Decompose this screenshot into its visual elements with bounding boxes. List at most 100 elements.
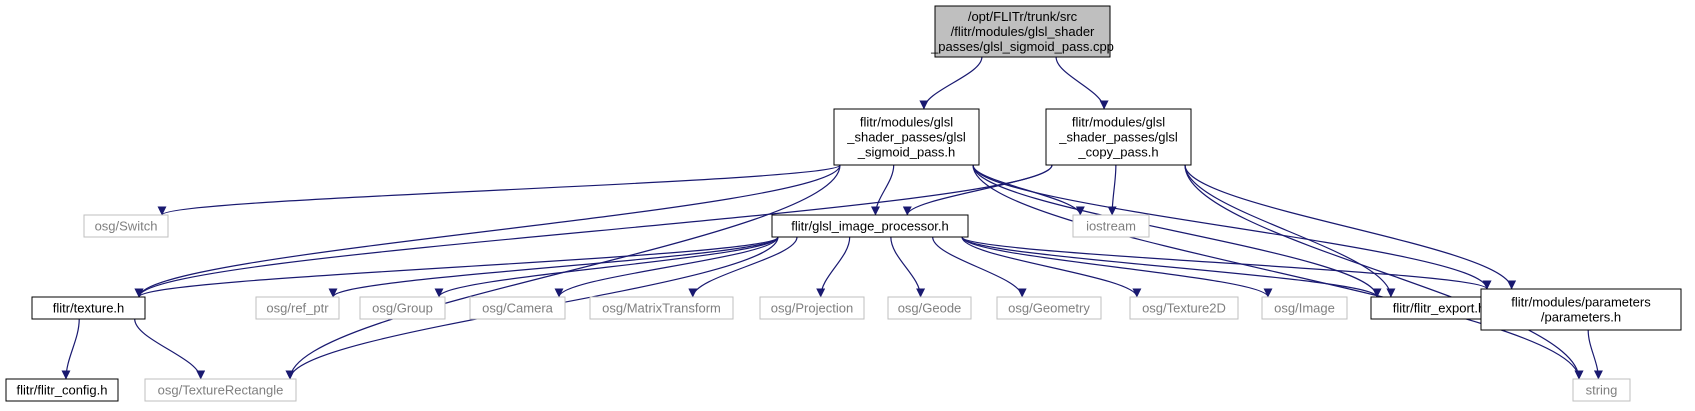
node-label-line: osg/Geode (898, 301, 962, 316)
node-box (144, 378, 297, 402)
node-label-line: _copy_pass.h (1077, 145, 1158, 160)
node-label-line: flitr/flitr_export.h (1393, 301, 1485, 316)
node-box (934, 5, 1111, 58)
node-projection: osg/Projection (759, 296, 865, 320)
node-label-line: flitr/texture.h (53, 301, 125, 316)
node-label-line: osg/Projection (771, 301, 853, 316)
node-glsl-ip[interactable]: flitr/glsl_image_processor.h (771, 214, 969, 238)
node-label-line: _sigmoid_pass.h (857, 145, 956, 160)
node-label-line: osg/Switch (95, 219, 158, 234)
edge-copy-h-to-flitr-export (1184, 164, 1396, 298)
edge-glsl-ip-to-image (961, 236, 1273, 298)
edge-copy-h-to-parameters (1184, 164, 1517, 290)
node-box (1129, 296, 1239, 320)
edge-texture-h-to-texrect (134, 318, 206, 380)
edge-glsl-ip-to-mtransform (688, 236, 798, 298)
node-geometry: osg/Geometry (996, 296, 1102, 320)
edge-glsl-ip-to-geometry (932, 236, 1027, 298)
node-label-line: _passes/glsl_sigmoid_pass.cpp (930, 39, 1114, 54)
node-parameters[interactable]: flitr/modules/parameters/parameters.h (1480, 288, 1682, 331)
node-root[interactable]: /opt/FLITr/trunk/src/flitr/modules/glsl_… (930, 5, 1114, 58)
node-label-line: osg/MatrixTransform (602, 301, 721, 316)
node-box (1480, 288, 1682, 331)
node-label-line: osg/Group (372, 301, 433, 316)
node-copy-h[interactable]: flitr/modules/glsl_shader_passes/glsl_co… (1045, 108, 1192, 166)
node-texture-h[interactable]: flitr/texture.h (31, 296, 146, 320)
node-label-line: /flitr/modules/glsl_shader (951, 24, 1095, 39)
edge-glsl-ip-to-camera (554, 236, 779, 298)
edge-sigmoid-h-to-texture-h (134, 164, 841, 298)
node-label-line: osg/Geometry (1008, 301, 1090, 316)
edge-copy-h-to-iostream (1107, 164, 1117, 216)
node-box (359, 296, 446, 320)
node-label-line: osg/Texture2D (1142, 301, 1226, 316)
node-box (83, 214, 169, 238)
node-box (1572, 378, 1631, 402)
node-label-line: flitr/glsl_image_processor.h (791, 219, 949, 234)
node-label-line: iostream (1086, 219, 1136, 234)
node-mtransform: osg/MatrixTransform (589, 296, 734, 320)
edge-texture-h-to-flitr-config (61, 318, 80, 380)
node-box (771, 214, 969, 238)
node-flitr-export[interactable]: flitr/flitr_export.h (1370, 296, 1508, 320)
node-box (833, 108, 980, 166)
edge-sigmoid-h-to-string (972, 164, 1584, 380)
edge-root-to-copy-h (1055, 56, 1109, 110)
edge-glsl-ip-to-ref-ptr (328, 236, 779, 298)
edge-glsl-ip-to-group (434, 236, 779, 298)
node-box (759, 296, 865, 320)
node-ref-ptr: osg/ref_ptr (255, 296, 340, 320)
edge-glsl-ip-to-texture2d (961, 236, 1142, 298)
node-label-line: osg/Image (1274, 301, 1335, 316)
edge-glsl-ip-to-parameters (961, 236, 1492, 290)
node-group: osg/Group (359, 296, 446, 320)
edge-root-to-sigmoid-h (919, 56, 983, 110)
node-label-line: string (1586, 383, 1618, 398)
node-label-line: _shader_passes/glsl (846, 130, 966, 145)
node-iostream: iostream (1072, 214, 1150, 238)
edge-copy-h-to-string (1184, 164, 1584, 380)
node-box (1045, 108, 1192, 166)
node-label-line: _shader_passes/glsl (1058, 130, 1178, 145)
node-label-line: flitr/flitr_config.h (16, 383, 107, 398)
node-label-line: osg/Camera (482, 301, 554, 316)
node-osg-switch: osg/Switch (83, 214, 169, 238)
edge-glsl-ip-to-flitr-export (961, 236, 1382, 298)
node-string: string (1572, 378, 1631, 402)
edge-sigmoid-h-to-glsl-ip (870, 164, 895, 216)
edges-layer (61, 56, 1603, 380)
edge-sigmoid-h-to-flitr-export (972, 164, 1382, 298)
node-box (1072, 214, 1150, 238)
edge-glsl-ip-to-geode (890, 236, 926, 298)
node-box (469, 296, 566, 320)
node-flitr-config[interactable]: flitr/flitr_config.h (5, 378, 119, 402)
node-camera: osg/Camera (469, 296, 566, 320)
edge-sigmoid-h-to-osg-switch (157, 164, 841, 216)
node-label-line: osg/TextureRectangle (158, 383, 284, 398)
node-image: osg/Image (1261, 296, 1348, 320)
edge-parameters-to-string (1587, 329, 1603, 380)
node-texture2d: osg/Texture2D (1129, 296, 1239, 320)
node-geode: osg/Geode (887, 296, 972, 320)
node-texrect: osg/TextureRectangle (144, 378, 297, 402)
node-label-line: /opt/FLITr/trunk/src (968, 9, 1078, 24)
node-sigmoid-h[interactable]: flitr/modules/glsl_shader_passes/glsl_si… (833, 108, 980, 166)
node-box (996, 296, 1102, 320)
node-box (255, 296, 340, 320)
edge-glsl-ip-to-texture-h (134, 236, 779, 298)
nodes-layer: /opt/FLITr/trunk/src/flitr/modules/glsl_… (5, 5, 1682, 402)
node-box (887, 296, 972, 320)
node-label-line: flitr/modules/glsl (860, 115, 953, 130)
node-label-line: osg/ref_ptr (266, 301, 329, 316)
edge-glsl-ip-to-projection (816, 236, 851, 298)
node-box (31, 296, 146, 320)
edge-copy-h-to-texture-h (134, 164, 1053, 298)
edge-sigmoid-h-to-parameters (972, 164, 1492, 290)
node-label-line: flitr/modules/parameters (1511, 295, 1651, 310)
node-box (5, 378, 119, 402)
node-box (589, 296, 734, 320)
node-box (1261, 296, 1348, 320)
node-label-line: flitr/modules/glsl (1072, 115, 1165, 130)
node-label-line: /parameters.h (1541, 310, 1621, 325)
